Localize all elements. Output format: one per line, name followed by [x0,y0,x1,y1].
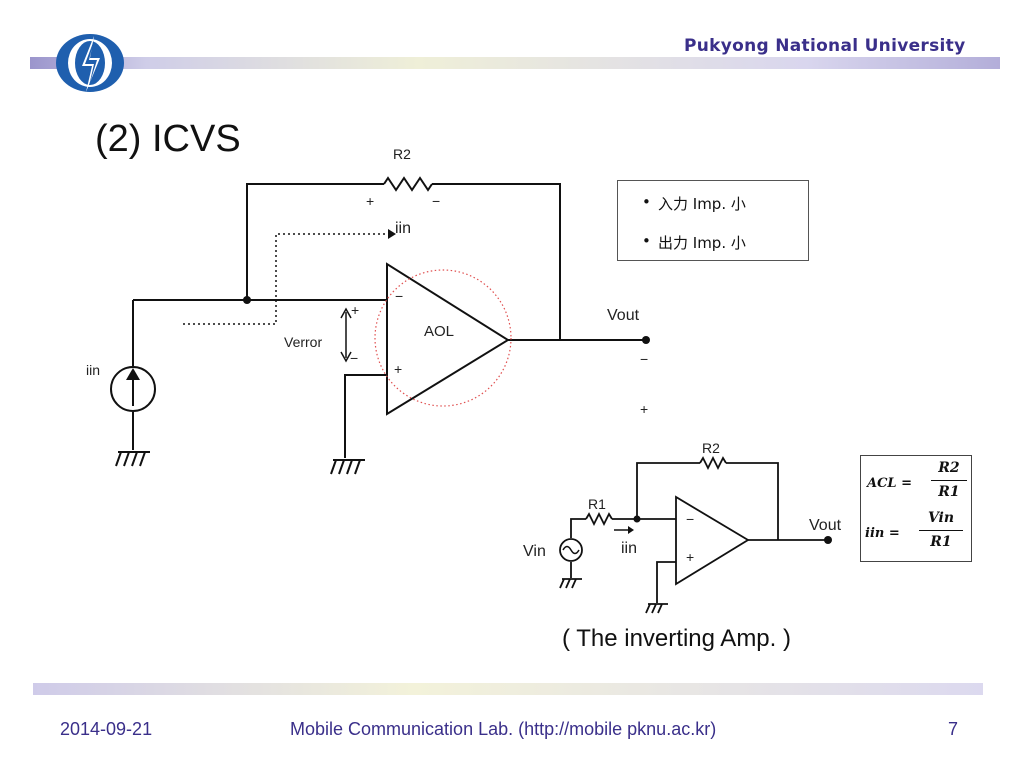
gain-formula-box: ACL = R2 R1 iin = Vin R1 [860,455,972,562]
dotted-highlight-circle [374,269,512,407]
footer-date: 2014-09-21 [60,719,153,739]
university-logo [56,34,124,92]
header-band [30,57,1000,69]
iin-numerator: Vin [927,510,955,526]
note-item: • 出力 Imp. 小 [642,232,746,252]
c2-vout-terminal [824,536,832,544]
c2-iin-label: iin [621,540,638,557]
acl-numerator: R2 [938,460,960,476]
c2-r2-label: R2 [702,440,720,456]
vout-label: Vout [607,307,640,324]
ground-symbol [115,451,150,467]
junction-dot [243,296,251,304]
footer-lab: Mobile Communication Lab. (http://mobile… [290,719,717,739]
r2-resistor [383,176,433,192]
vout-terminal [642,336,650,344]
c2-opamp [675,495,750,586]
opamp-minus-label: − [395,288,404,304]
c2-junction [633,515,641,523]
c2-vin-source [559,538,583,562]
c2-r1 [585,511,613,527]
c2-ground-vin [559,578,582,589]
plus-input-wire [344,374,387,458]
feedback-wire [246,183,384,300]
ground-symbol-2 [330,459,365,475]
c2-vout-label: Vout [809,517,842,534]
c2-r2 [699,455,727,471]
vout-plus: + [640,401,649,417]
footer-band [33,683,983,695]
r2-label: R2 [393,146,411,162]
iin-label-top: iin [395,220,412,237]
iin-denominator: R1 [930,534,952,550]
acl-fraction-bar [931,480,967,481]
c2-input [570,518,586,538]
aol-label: AOL [424,323,455,340]
acl-denominator: R1 [938,484,960,500]
c2-feedback-right [726,462,779,540]
feedback-wire-right [432,183,561,340]
c2-opamp-plus: + [686,549,695,565]
opamp-plus-label: + [394,361,403,377]
acl-lhs: ACL = [867,476,912,491]
inverting-amp-caption: ( The inverting Amp. ) [562,625,791,652]
c2-ground [645,603,668,614]
verror-label: Verror [284,334,323,350]
r2-minus: − [432,193,441,209]
note-item: • 入力 Imp. 小 [642,193,746,213]
c2-opamp-minus: − [686,511,695,527]
iin-dotted-path [183,233,390,325]
verror-plus: + [351,302,360,318]
c2-vin-label: Vin [523,543,546,560]
page-number: 7 [948,719,959,739]
current-source [110,366,156,412]
opamp-triangle [386,262,510,416]
slide-title: (2) ICVS [95,118,241,160]
vout-minus: − [640,351,649,367]
c2-sine [562,545,580,555]
c2-plus-wire [656,561,676,603]
university-name: Pukyong National University [684,36,966,56]
iin-lhs: iin = [865,526,900,541]
iin-label-source: iin [86,362,101,378]
impedance-notes-box: • 入力 Imp. 小 • 出力 Imp. 小 [617,180,809,261]
verror-minus: − [350,350,359,366]
c2-feedback [636,462,700,519]
iin-fraction-bar [919,530,963,531]
r2-plus: + [366,193,375,209]
c2-r1-label: R1 [588,496,606,512]
